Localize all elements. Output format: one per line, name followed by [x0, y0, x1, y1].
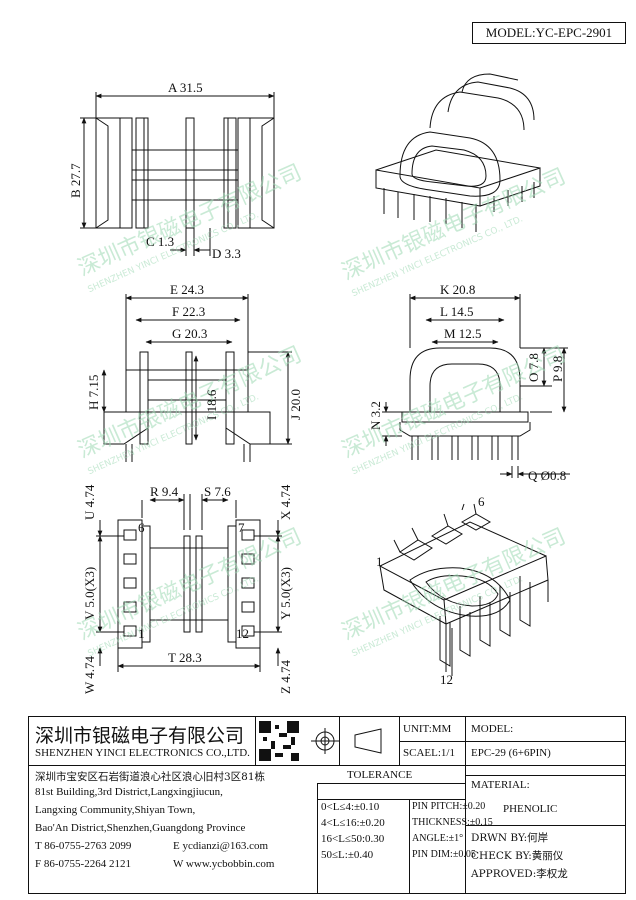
- website: W www.ycbobbin.com: [173, 858, 275, 870]
- model-field-label: MODEL:: [471, 723, 514, 735]
- tolerance-row: 0<L≤4:±0.10: [321, 801, 380, 813]
- dim-t: T 28.3: [168, 650, 202, 665]
- phone: T 86-0755-2763 2099: [35, 840, 132, 852]
- dim-i: I 18.6: [204, 389, 219, 420]
- dim-g: G 20.3: [172, 326, 207, 341]
- dim-b: B 27.7: [68, 163, 83, 198]
- address-en-2: Langxing Community,Shiyan Town,: [35, 804, 196, 816]
- divider: [465, 741, 625, 742]
- dim-a: A 31.5: [168, 80, 203, 95]
- company-name-cn: 深圳市银磁电子有限公司: [35, 725, 245, 747]
- watermark-6: 深圳市银磁电子有限公司 SHENZHEN YINCI ELECTRONICS C…: [338, 524, 569, 659]
- dim-x: X 4.74: [278, 484, 293, 520]
- material-value: PHENOLIC: [503, 803, 558, 815]
- dim-h: H 7.15: [86, 375, 101, 410]
- pin-12: 12: [236, 626, 249, 641]
- company-name-en: SHENZHEN YINCI ELECTRONICS CO.,LTD.: [35, 747, 250, 759]
- email: E ycdianzi@163.com: [173, 840, 269, 852]
- dim-m: M 12.5: [444, 326, 482, 341]
- dim-q: Q Ø0.8: [528, 468, 566, 483]
- thickness-tolerance: THICKNESS:±0.15: [412, 817, 493, 828]
- dim-z: Z 4.74: [278, 660, 293, 694]
- divider: [317, 783, 465, 784]
- pin-pitch-tolerance: PIN PITCH:±0.20: [412, 801, 486, 812]
- dim-y: Y 5.0(X3): [278, 567, 293, 620]
- watermark-cn: 深圳市银磁电子有限公司: [74, 342, 305, 463]
- divider: [399, 741, 465, 742]
- divider: [339, 717, 340, 765]
- dim-u: U 4.74: [82, 484, 97, 520]
- front-view: [101, 294, 292, 462]
- divider: [29, 765, 625, 766]
- projection-symbol-icon: [311, 728, 382, 754]
- dim-w: W 4.74: [82, 655, 97, 694]
- drawn-by: DRWN BY:何岸: [471, 832, 549, 844]
- watermark-cn: 深圳市银磁电子有限公司: [338, 524, 569, 645]
- dim-j: J 20.0: [288, 389, 303, 420]
- tolerance-title: TOLERANCE: [347, 769, 413, 781]
- qr-code-icon: [259, 721, 299, 761]
- dim-v: V 5.0(X3): [82, 567, 97, 620]
- divider: [409, 799, 410, 893]
- watermark-cn: 深圳市银磁电子有限公司: [338, 164, 569, 285]
- model-label: MODEL:YC-EPC-2901: [472, 22, 626, 44]
- divider: [255, 717, 256, 765]
- divider: [465, 775, 625, 776]
- address-cn: 深圳市宝安区石岩街道浪心社区浪心旧村3区81栋: [35, 771, 266, 783]
- pin-dim-tolerance: PIN DIM:±0.05: [412, 849, 476, 860]
- technical-drawing: 深圳市银磁电子有限公司 SHENZHEN YINCI ELECTRONICS C…: [68, 73, 570, 694]
- isometric-view-bottom: [379, 503, 549, 676]
- model-field-value: EPC-29 (6+6PIN): [471, 747, 551, 759]
- divider: [465, 717, 466, 893]
- angle-tolerance: ANGLE:±1°: [412, 833, 464, 844]
- address-en-1: 81st Building,3rd District,Langxingjiucu…: [35, 786, 223, 798]
- watermark-cn: 深圳市银磁电子有限公司: [74, 160, 305, 281]
- address-en-3: Bao'An District,Shenzhen,Guangdong Provi…: [35, 822, 246, 834]
- dim-e: E 24.3: [170, 282, 204, 297]
- tolerance-row: 16<L≤50:0.30: [321, 833, 385, 845]
- dim-f: F 22.3: [172, 304, 205, 319]
- title-block: 深圳市银磁电子有限公司 SHENZHEN YINCI ELECTRONICS C…: [28, 716, 626, 894]
- isometric-view-top: [375, 73, 541, 232]
- approved-by: APPROVED:李权龙: [471, 868, 568, 880]
- divider: [317, 783, 318, 893]
- dim-p: P 9.8: [550, 356, 565, 382]
- unit-label: UNIT:MM: [403, 723, 452, 735]
- watermark-5: 深圳市银磁电子有限公司 SHENZHEN YINCI ELECTRONICS C…: [74, 524, 305, 659]
- tolerance-row: 4<L≤16:±0.20: [321, 817, 385, 829]
- side-view-right: [382, 294, 570, 478]
- dim-n: N 3.2: [368, 401, 383, 430]
- dim-k: K 20.8: [440, 282, 475, 297]
- dim-d: D 3.3: [212, 246, 241, 261]
- scale-label: SCAEL:1/1: [403, 747, 455, 759]
- divider: [465, 825, 625, 826]
- pin-1: 1: [138, 626, 145, 641]
- dim-l: L 14.5: [440, 304, 473, 319]
- pin-7: 7: [238, 520, 245, 535]
- tolerance-row: 50≤L:±0.40: [321, 849, 374, 861]
- dim-r: R 9.4: [150, 484, 179, 499]
- watermark-3: 深圳市银磁电子有限公司 SHENZHEN YINCI ELECTRONICS C…: [74, 342, 305, 477]
- iso-pin-12: 12: [440, 672, 453, 687]
- bottom-view: [96, 494, 282, 672]
- material-label: MATERIAL:: [471, 779, 530, 791]
- fax: F 86-0755-2264 2121: [35, 858, 131, 870]
- side-view-top: [80, 92, 275, 256]
- dim-o: O 7.8: [526, 353, 541, 382]
- pin-6: 6: [138, 520, 145, 535]
- dim-s: S 7.6: [204, 484, 231, 499]
- divider: [317, 799, 465, 800]
- dim-c: C 1.3: [146, 234, 174, 249]
- iso-pin-6: 6: [478, 494, 485, 509]
- iso-pin-1: 1: [376, 554, 383, 569]
- checked-by: CHECK BY:黄丽仪: [471, 850, 564, 862]
